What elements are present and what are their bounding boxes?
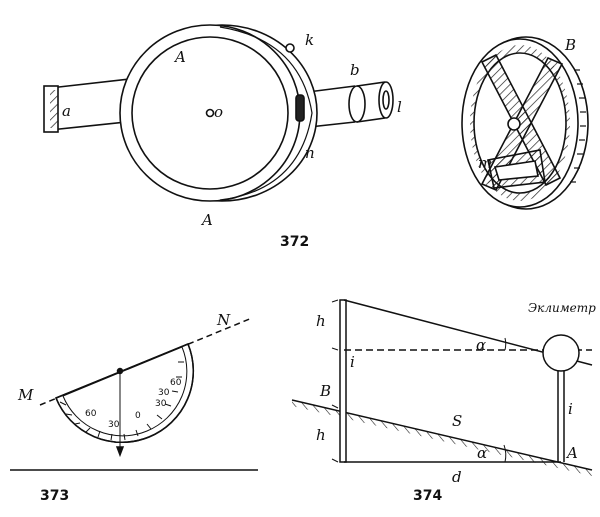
label-A-bottom: A bbox=[200, 211, 213, 229]
disc-housing bbox=[119, 24, 318, 202]
center-point bbox=[205, 108, 215, 118]
sighting-tube bbox=[43, 74, 394, 133]
label-n: n bbox=[305, 144, 315, 162]
label-alpha-bottom: α bbox=[477, 444, 487, 462]
label-b: b bbox=[350, 61, 360, 79]
figure-372-eklimetr-front bbox=[43, 24, 394, 202]
label-i-left: i bbox=[350, 353, 355, 371]
scale-num-5: 60 bbox=[170, 378, 182, 388]
figure-374-labels: h i α Эклиметр B i h S α d A bbox=[316, 301, 596, 486]
label-k: k bbox=[305, 31, 314, 49]
label-A-top: A bbox=[173, 48, 186, 66]
label-eklimetr: Эклиметр bbox=[528, 301, 596, 315]
label-m: m bbox=[478, 154, 492, 172]
figure-372-wheel-labels: B m bbox=[478, 36, 576, 172]
figure-372-wheel bbox=[461, 36, 589, 210]
scale-num-1: 60 bbox=[85, 409, 97, 419]
label-a: a bbox=[62, 102, 71, 120]
label-B-374: B bbox=[319, 382, 331, 400]
label-A-374: A bbox=[565, 444, 578, 462]
scale-num-3: 0 bbox=[135, 411, 141, 421]
label-h: h bbox=[316, 426, 326, 444]
scale-num-4: 30 bbox=[155, 399, 167, 409]
label-N: N bbox=[216, 311, 231, 329]
scale-num-2: 30 bbox=[108, 420, 120, 430]
label-o: o bbox=[214, 103, 223, 121]
label-alpha-top: α bbox=[476, 336, 486, 354]
label-h-top: h bbox=[316, 312, 326, 330]
figure-372-labels: a A A o k b l n bbox=[62, 31, 402, 229]
label-S: S bbox=[452, 412, 462, 430]
label-i-right: i bbox=[568, 400, 573, 418]
scale-num-6: 30 bbox=[158, 388, 170, 398]
caption-374: 374 bbox=[413, 488, 442, 504]
label-l: l bbox=[397, 98, 402, 116]
figure-373-protractor bbox=[10, 317, 258, 471]
label-B-wheel: B bbox=[564, 36, 576, 54]
figure-374-diagram bbox=[291, 299, 593, 476]
label-M: M bbox=[17, 386, 34, 404]
caption-373: 373 bbox=[40, 488, 69, 504]
caption-372: 372 bbox=[280, 234, 309, 250]
label-d: d bbox=[452, 468, 462, 486]
figure-373-labels: M N 60 30 0 30 60 30 bbox=[17, 311, 231, 430]
